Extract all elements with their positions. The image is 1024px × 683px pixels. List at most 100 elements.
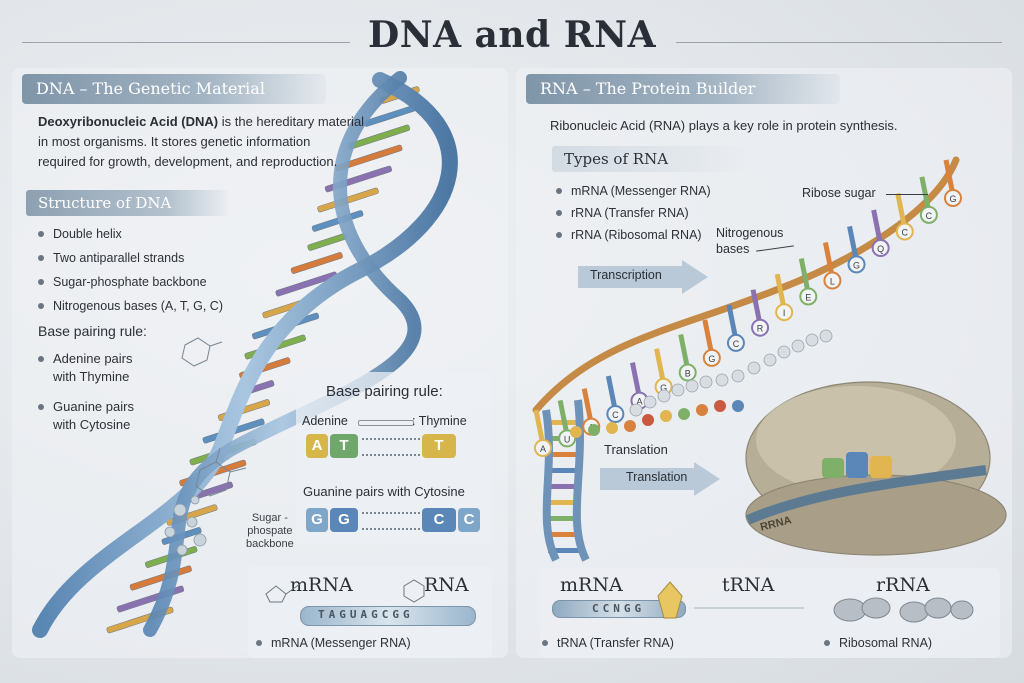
ladder-rung: [548, 452, 580, 457]
nucleotide-stem: [630, 362, 641, 394]
translation-arrow: [600, 462, 720, 496]
nucleotide-letter: Q: [877, 244, 884, 254]
types-of-rna-header: Types of RNA: [552, 146, 744, 172]
guanine-cytosine-label: Guanine pairs with Cytosine: [303, 484, 465, 499]
nucleotide-letter: E: [805, 292, 811, 302]
molecule-sketch-2: [181, 337, 223, 367]
rna-molecule-sketch: [265, 579, 425, 603]
nucleotide-stem: [533, 409, 545, 441]
bullet-icon: [824, 640, 830, 646]
nucleotide-stem: [726, 304, 738, 336]
bullet-icon: [556, 188, 562, 194]
title-rule-right: [676, 42, 1002, 43]
mrna-caption: mRNA (Messenger RNA): [256, 636, 411, 650]
dna-intro-line1: is the hereditary material: [218, 114, 365, 129]
nucleotide-base: [678, 363, 697, 382]
base-tile-guanine: G: [330, 508, 358, 532]
nucleotide-stem: [750, 289, 762, 321]
nucleotide-letter: I: [783, 308, 786, 318]
ladder-rung: [548, 468, 580, 473]
structure-of-dna-header: Structure of DNA: [26, 190, 228, 216]
structure-item: Double helix: [38, 222, 223, 246]
base-tile-a-small: A: [306, 434, 328, 458]
hbond-connector: [358, 420, 414, 426]
ribose-leader-line: [886, 194, 928, 195]
nucleotide-letter: G: [853, 260, 860, 270]
flow-arrow-line: [694, 607, 804, 609]
mrna-heading-right: mRNA: [560, 574, 623, 596]
rrna-caption: Ribosomal RNA): [824, 636, 932, 650]
bullet-icon: [556, 232, 562, 238]
helix-rung: [307, 233, 347, 251]
mrna-codon-strand: [552, 600, 686, 618]
bullet-icon: [256, 640, 262, 646]
pairing-box-title: Base pairing rule:: [326, 383, 443, 400]
adenine-label: Adenine: [302, 414, 348, 428]
translation-label-top: Translation: [604, 442, 668, 457]
nucleotide-base: [534, 439, 552, 457]
translation-label: Translation: [626, 470, 688, 484]
mrna-codon-sequence: CCNGG: [592, 602, 646, 615]
nucleotide-stem: [822, 242, 834, 274]
nucleotide-stem: [919, 176, 931, 208]
dna-intro: Deoxyribonucleic Acid (DNA) is the hered…: [38, 112, 388, 172]
nucleotide-base: [702, 348, 721, 367]
ladder-rung: [548, 532, 580, 537]
nucleotide-stem: [943, 159, 955, 191]
phosphate-beads: [164, 495, 207, 556]
ribosome: [745, 381, 1007, 556]
nucleotide-base: [823, 271, 842, 290]
base-tile-g-small: G: [306, 508, 328, 532]
rna-intro: Ribonucleic Acid (RNA) plays a key role …: [550, 118, 898, 133]
nucleotide-stem: [871, 209, 883, 241]
ribose-sugar-label: Ribose sugar: [802, 186, 876, 200]
bullet-icon: [38, 279, 44, 285]
page-title: DNA and RNA: [367, 14, 657, 56]
mrna-heading: mRNA: [290, 574, 353, 596]
dna-intro-line2: in most organisms. It stores genetic inf…: [38, 134, 311, 149]
bullet-icon: [38, 404, 44, 410]
nucleotide-stem: [895, 193, 907, 225]
molecule-sketch: [195, 447, 247, 497]
base-tile-adenine: T: [330, 434, 358, 458]
nucleotide-stem: [798, 257, 810, 289]
nucleotide-stem: [605, 375, 617, 407]
dna-intro-line3: required for growth, development, and re…: [38, 154, 338, 169]
ladder-connector-at: [362, 438, 420, 456]
mrna-strand: [300, 606, 476, 626]
structure-list: Double helix Two antiparallel strands Su…: [38, 222, 223, 318]
nucleotide-base: [775, 303, 794, 322]
nucleotide-letter: C: [733, 339, 740, 349]
helix-backbone-strand-1: [32, 72, 458, 638]
base-tile-cytosine: C: [422, 508, 456, 532]
nucleotide-base: [944, 189, 962, 207]
rna-type-item: rRNA (Transfer RNA): [556, 202, 711, 224]
nucleotide-base: [847, 255, 866, 274]
nucleotide-stem: [774, 273, 786, 305]
rrna-heading: rRNA: [876, 574, 930, 596]
nucleotide-letter: G: [660, 383, 667, 393]
bullet-icon: [38, 356, 44, 362]
bullet-icon: [38, 255, 44, 261]
nucleotide-stem: [557, 399, 569, 431]
nucleotide-letter: C: [902, 228, 909, 238]
ladder-connector-gc: [362, 512, 420, 530]
nucleotide-letter: L: [830, 277, 835, 287]
rna-type-item: mRNA (Messenger RNA): [556, 180, 711, 202]
dna-intro-term: Deoxyribonucleic Acid (DNA): [38, 114, 219, 129]
rna-type-item: rRNA (Ribosomal RNA): [556, 224, 711, 246]
nucleotide-letter: R: [757, 324, 764, 334]
nucleotide-stem: [678, 334, 690, 366]
ladder-rung: [548, 516, 580, 521]
nucleotide-letter: A: [540, 444, 546, 454]
bullet-icon: [556, 210, 562, 216]
ladder-rung: [548, 500, 580, 505]
nucleotide-stem: [847, 225, 858, 257]
title-rule-left: [22, 42, 350, 43]
nucleotide-base: [606, 404, 625, 423]
nucleotide-letter: A: [636, 397, 642, 407]
